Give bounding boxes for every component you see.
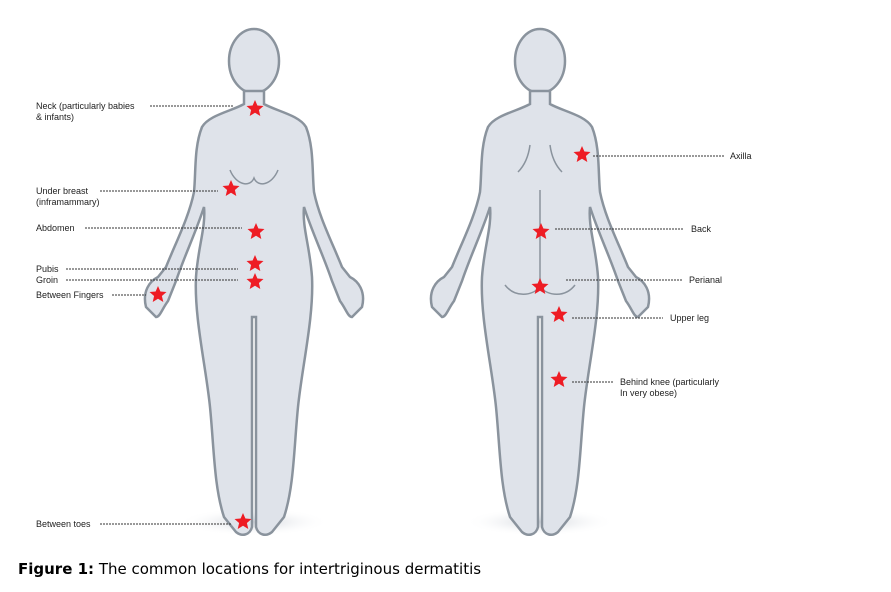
label-axilla: Axilla — [730, 151, 752, 161]
floor-shadow-front — [179, 508, 329, 536]
label-under-breast: Under breast (inframammary) — [36, 186, 100, 207]
label-upper-leg: Upper leg — [670, 313, 710, 323]
breast-contour — [229, 169, 279, 185]
star-axilla — [573, 146, 591, 162]
label-back: Back — [691, 224, 712, 234]
label-between-fingers: Between Fingers — [36, 290, 104, 300]
caption-label: Figure 1: — [18, 560, 95, 578]
label-perianal: Perianal — [689, 275, 723, 285]
label-between-toes: Between toes — [36, 519, 91, 529]
star-between-fingers — [149, 286, 167, 302]
star-between-toes — [234, 513, 252, 529]
star-behind-knee — [550, 371, 568, 387]
star-abdomen — [247, 223, 265, 239]
label-abdomen: Abdomen — [36, 223, 75, 233]
label-behind-knee: Behind knee (particularly In very obese) — [620, 377, 720, 398]
caption-text: The common locations for intertriginous … — [94, 560, 482, 578]
floor-shadow-back — [465, 508, 615, 536]
figure-caption: Figure 1: The common locations for inter… — [18, 560, 481, 578]
body-silhouettes — [66, 27, 725, 536]
star-upper-leg — [550, 306, 568, 322]
star-neck — [246, 100, 264, 116]
location-markers — [149, 100, 591, 529]
front-leader-lines — [66, 105, 242, 525]
star-under-breast — [222, 180, 240, 196]
label-groin: Groin — [36, 275, 59, 285]
star-perianal — [531, 278, 549, 294]
star-back — [532, 223, 550, 239]
label-pubis: Pubis — [36, 264, 59, 274]
shoulder-blade-lines — [517, 144, 563, 173]
label-neck: Neck (particularly babies & infants) — [36, 101, 135, 122]
back-leader-lines — [555, 155, 725, 383]
star-pubis — [246, 255, 264, 271]
star-groin — [246, 273, 264, 289]
